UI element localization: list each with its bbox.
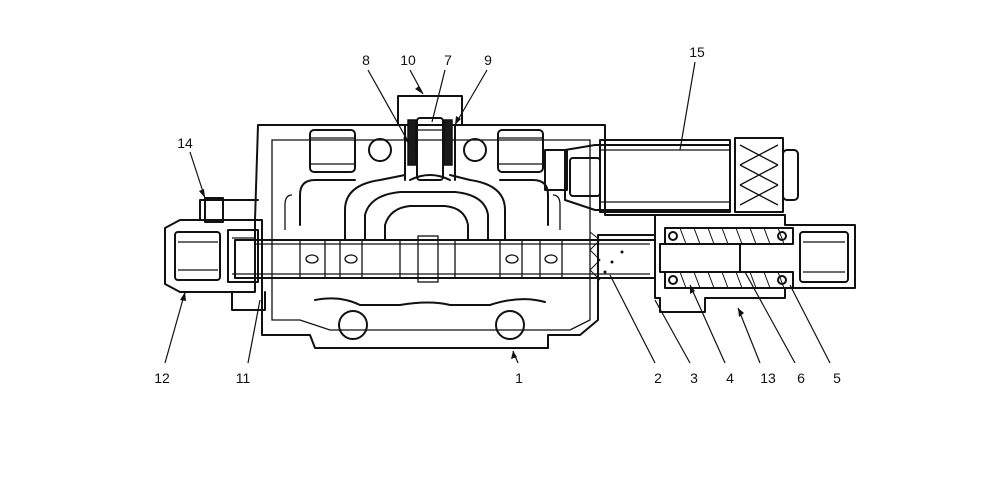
relief-valve (544, 137, 799, 213)
left-end-cap (164, 197, 266, 311)
callout-7: 7 (444, 52, 452, 68)
callout-1: 1 (515, 370, 523, 386)
callout-13: 13 (760, 370, 776, 386)
callout-10: 10 (400, 52, 416, 68)
spool (234, 231, 656, 283)
callout-4: 4 (726, 370, 734, 386)
callout-8: 8 (362, 52, 370, 68)
callout-3: 3 (690, 370, 698, 386)
callout-2: 2 (654, 370, 662, 386)
callout-6: 6 (797, 370, 805, 386)
right-spring-cap (654, 214, 856, 313)
callout-9: 9 (484, 52, 492, 68)
callout-11: 11 (236, 370, 251, 386)
callout-5: 5 (833, 370, 841, 386)
callout-15: 15 (689, 44, 705, 60)
check-valve-assembly (397, 95, 463, 181)
callouts: 1 2 3 4 5 6 7 8 9 10 11 12 13 14 15 (154, 44, 841, 386)
callout-12: 12 (154, 370, 170, 386)
leader-lines (164, 61, 831, 364)
callout-14: 14 (177, 135, 193, 151)
